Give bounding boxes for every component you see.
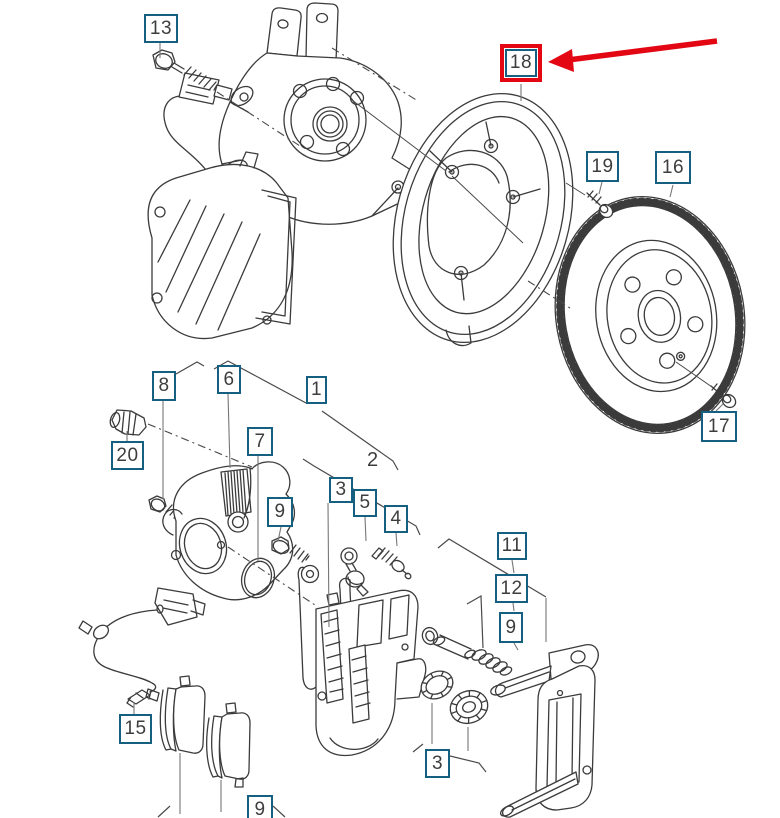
- callout-11-label: 11: [501, 535, 523, 556]
- callout-1-label: 1: [310, 379, 323, 400]
- callout-3-seals[interactable]: 3: [425, 749, 450, 778]
- callout-19[interactable]: 19: [586, 151, 619, 182]
- plug-20-drawing: [109, 409, 147, 436]
- highlight-arrow: [548, 38, 718, 72]
- assembly-axis-lines: [147, 47, 574, 608]
- callout-11[interactable]: 11: [497, 532, 527, 560]
- callout-3-group[interactable]: 3: [329, 477, 353, 503]
- bleeder-cap-drawing: [340, 547, 369, 597]
- callout-19-label: 19: [591, 155, 614, 177]
- callout-9-pads-label: 9: [254, 798, 266, 818]
- bleeder-valve-drawing: [371, 547, 412, 580]
- callout-3-group-label: 3: [335, 479, 347, 500]
- callout-18-label: 18: [505, 49, 537, 77]
- callout-9-bolt-label: 9: [274, 501, 286, 522]
- o-ring-drawing: [240, 557, 276, 599]
- callout-20[interactable]: 20: [111, 441, 144, 470]
- callout-8[interactable]: 8: [152, 371, 176, 401]
- callout-9-pin-label: 9: [505, 616, 517, 638]
- splash-shield-drawing: [392, 92, 574, 347]
- parking-brake-motor-drawing: [162, 461, 296, 601]
- callout-9-pads[interactable]: 9: [247, 795, 273, 818]
- bolt-9-drawing: [271, 536, 310, 563]
- callout-9-bolt[interactable]: 9: [267, 497, 293, 527]
- abs-sensor-cable-drawing: [78, 587, 206, 708]
- callout-8-label: 8: [158, 375, 170, 396]
- callout-15[interactable]: 15: [119, 714, 152, 744]
- callout-4[interactable]: 4: [384, 505, 408, 533]
- callout-16-label: 16: [661, 156, 685, 178]
- callout-7[interactable]: 7: [247, 427, 273, 456]
- piston-boot-drawing: [449, 689, 489, 725]
- screw-19-drawing: [586, 190, 614, 219]
- seal-ring-drawing: [420, 670, 454, 700]
- callout-2-label: 2: [367, 449, 379, 471]
- callout-15-label: 15: [124, 718, 147, 739]
- callout-7-label: 7: [254, 430, 266, 452]
- guide-pin-drawing: [421, 626, 476, 660]
- callout-6[interactable]: 6: [217, 365, 241, 394]
- bolt-13-drawing: [152, 49, 218, 91]
- alignment-lines: [351, 99, 713, 388]
- callout-leader-lines: [126, 42, 724, 814]
- caliper-assembled-drawing: [147, 72, 297, 340]
- callout-4-label: 4: [390, 508, 402, 529]
- guide-pin-bellows-drawing: [471, 649, 513, 676]
- callout-6-label: 6: [223, 368, 235, 390]
- brake-pads-drawing: [145, 675, 251, 788]
- callout-9-pin[interactable]: 9: [499, 612, 523, 643]
- callout-17[interactable]: 17: [701, 411, 737, 442]
- callout-17-label: 17: [707, 415, 731, 437]
- callout-2-plain: 2: [367, 449, 378, 472]
- callout-18-highlighted[interactable]: 18: [500, 44, 542, 82]
- callout-13-label: 13: [149, 17, 173, 39]
- callout-1[interactable]: 1: [306, 376, 327, 404]
- callout-13[interactable]: 13: [144, 14, 178, 43]
- callout-5-label: 5: [359, 492, 371, 513]
- callout-12-label: 12: [500, 577, 523, 599]
- brake-disc-drawing: [554, 196, 746, 434]
- caliper-housing-drawing: [297, 564, 427, 757]
- callout-5[interactable]: 5: [353, 489, 377, 517]
- callout-12[interactable]: 12: [495, 574, 528, 603]
- callout-3-seals-label: 3: [431, 752, 444, 774]
- callout-16[interactable]: 16: [655, 151, 691, 184]
- callout-20-label: 20: [116, 444, 139, 466]
- caliper-carrier-drawing: [490, 644, 599, 818]
- screw-17-drawing: [710, 383, 737, 409]
